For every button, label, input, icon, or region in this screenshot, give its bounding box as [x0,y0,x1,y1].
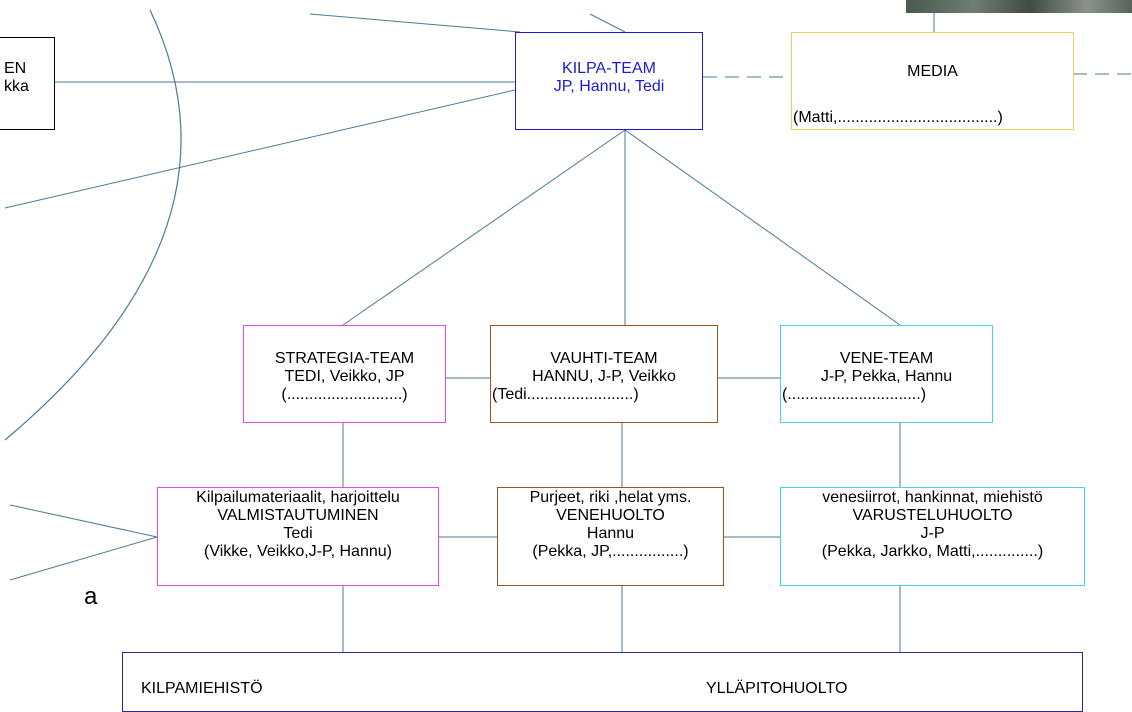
venehuolto-box: Purjeet, riki ,helat yms. VENEHUOLTO Han… [497,487,724,586]
strategia-members: TEDI, Veikko, JP [284,368,405,385]
left-box-line1: EN [4,60,27,77]
valmistautuminen-lead: Tedi [283,525,313,542]
left-partial-box: EN kka [0,37,55,130]
left-box-line2: kka [4,78,29,95]
connector [9,536,158,581]
kilpamiehisto-label: KILPAMIEHISTÖ [141,680,263,697]
vauhti-title: VAUHTI-TEAM [550,350,658,367]
venehuolto-title: VENEHUOLTO [556,507,665,524]
strategia-title: STRATEGIA-TEAM [274,350,415,367]
valmistautuminen-members: (Vikke, Veikko,J-P, Hannu) [204,543,392,560]
venehuolto-lead: Hannu [586,525,635,542]
connector-lines [4,9,1132,652]
media-note: (Matti,.................................… [793,109,1003,126]
media-title: MEDIA [907,63,958,80]
kilpa-team-box: KILPA-TEAM JP, Hannu, Tedi [515,32,703,130]
connector [9,504,158,538]
vauhti-members: HANNU, J-P, Veikko [532,368,676,385]
valmistautuminen-box: Kilpailumateriaalit, harjoittelu VALMIST… [157,487,439,586]
connector [624,129,901,326]
varusteluhuolto-box: venesiirrot, hankinnat, miehistö VARUSTE… [780,487,1085,586]
vene-note: (..............................) [782,386,927,403]
yllapitohuolto-label: YLLÄPITOHUOLTO [706,680,848,697]
varustelu-title: VARUSTELUHUOLTO [852,507,1013,524]
strategia-team-box: STRATEGIA-TEAM TEDI, Veikko, JP (.......… [243,325,446,423]
vauhti-note: (Tedi........................) [492,386,639,403]
varustelu-members: (Pekka, Jarkko, Matti,..............) [821,543,1044,560]
connector [342,129,626,326]
media-box: MEDIA (Matti,...........................… [791,32,1074,130]
vene-members: J-P, Pekka, Hannu [820,368,953,385]
stray-text: a [84,583,98,610]
venehuolto-topic: Purjeet, riki ,helat yms. [529,489,692,506]
bottom-box: KILPAMIEHISTÖ YLLÄPITOHUOLTO [122,652,1083,712]
connector [309,13,521,33]
kilpa-team-title: KILPA-TEAM [562,60,656,77]
connector [589,13,626,33]
valmistautuminen-topic: Kilpailumateriaalit, harjoittelu [196,489,400,506]
valmistautuminen-title: VALMISTAUTUMINEN [217,507,379,524]
kilpa-team-members: JP, Hannu, Tedi [553,78,665,95]
varustelu-topic: venesiirrot, hankinnat, miehistö [822,489,1043,506]
venehuolto-members: (Pekka, JP,................) [532,543,689,560]
vene-team-box: VENE-TEAM J-P, Pekka, Hannu (...........… [780,325,993,423]
vauhti-team-box: VAUHTI-TEAM HANNU, J-P, Veikko (Tedi....… [490,325,718,423]
vene-title: VENE-TEAM [839,350,934,367]
photo-image [906,0,1132,13]
connector [4,89,516,209]
varustelu-lead: J-P [920,525,945,542]
strategia-note: (..........................) [281,386,408,403]
arc-line [4,9,182,441]
